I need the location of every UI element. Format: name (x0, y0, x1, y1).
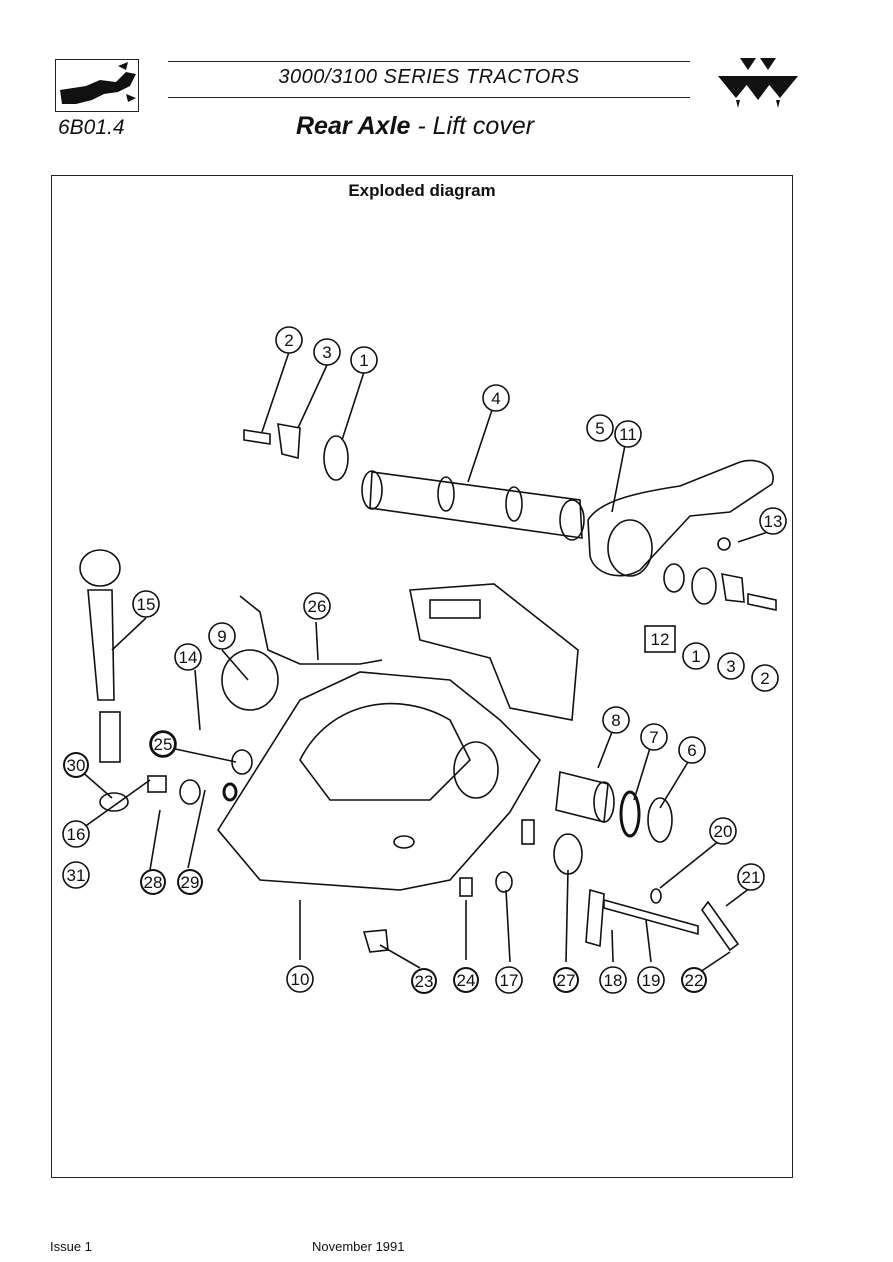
callout-8: 8 (602, 706, 630, 734)
svg-text:4: 4 (491, 389, 500, 408)
callout-6: 6 (678, 736, 706, 764)
svg-text:24: 24 (457, 971, 476, 990)
svg-text:20: 20 (714, 822, 733, 841)
svg-text:27: 27 (557, 971, 576, 990)
svg-text:9: 9 (217, 627, 226, 646)
callout-20: 20 (709, 817, 737, 845)
svg-text:2: 2 (284, 331, 293, 350)
callout-2-top: 2 (275, 326, 303, 354)
svg-text:19: 19 (642, 971, 661, 990)
callout-24: 24 (453, 967, 479, 993)
callout-10: 10 (286, 965, 314, 993)
callout-18: 18 (599, 966, 627, 994)
page-title-bold: Rear Axle (296, 112, 411, 140)
svg-text:13: 13 (764, 512, 783, 531)
svg-text:14: 14 (179, 648, 198, 667)
svg-text:22: 22 (685, 971, 704, 990)
svg-text:29: 29 (181, 873, 200, 892)
svg-text:18: 18 (604, 971, 623, 990)
svg-text:7: 7 (649, 728, 658, 747)
service-manual-icon (55, 59, 139, 112)
callout-12: 12 (651, 630, 670, 649)
callout-3-top: 3 (313, 338, 341, 366)
svg-text:11: 11 (619, 425, 637, 444)
svg-text:16: 16 (67, 825, 86, 844)
callout-13: 13 (759, 507, 787, 535)
svg-text:8: 8 (611, 711, 620, 730)
page-title: Rear Axle - Lift cover (296, 112, 534, 141)
svg-text:25: 25 (154, 735, 173, 754)
page-title-rest: - Lift cover (410, 112, 535, 140)
svg-text:1: 1 (359, 351, 368, 370)
series-title: 3000/3100 SERIES TRACTORS (278, 66, 580, 88)
svg-text:5: 5 (595, 419, 604, 438)
callout-19: 19 (637, 966, 665, 994)
svg-text:28: 28 (144, 873, 163, 892)
callout-26: 26 (303, 592, 331, 620)
svg-text:26: 26 (308, 597, 327, 616)
callout-4: 4 (482, 384, 510, 412)
callout-23: 23 (411, 968, 437, 994)
callout-28: 28 (140, 869, 166, 895)
diagram-frame (51, 175, 793, 1178)
svg-text:31: 31 (67, 866, 86, 885)
callout-1-top: 1 (350, 346, 378, 374)
svg-text:15: 15 (137, 595, 156, 614)
callout-11: 11 (614, 420, 642, 448)
issue-date: November 1991 (312, 1239, 405, 1254)
svg-text:1: 1 (691, 647, 700, 666)
callout-17: 17 (495, 966, 523, 994)
svg-text:23: 23 (415, 972, 434, 991)
callout-14: 14 (174, 643, 202, 671)
callout-3-right: 3 (717, 652, 745, 680)
brand-logo (716, 58, 800, 119)
callout-30: 30 (63, 752, 89, 778)
svg-text:3: 3 (322, 343, 331, 362)
svg-text:6: 6 (687, 741, 696, 760)
svg-text:3: 3 (726, 657, 735, 676)
callout-16: 16 (62, 820, 90, 848)
callout-22: 22 (681, 967, 707, 993)
callout-15: 15 (132, 590, 160, 618)
svg-text:10: 10 (291, 970, 310, 989)
callout-9: 9 (208, 622, 236, 650)
callout-box-12 (644, 625, 676, 653)
callout-31: 31 (62, 861, 90, 889)
callout-21: 21 (737, 863, 765, 891)
callout-25: 25 (149, 730, 177, 758)
callout-29: 29 (177, 869, 203, 895)
svg-text:21: 21 (742, 868, 761, 887)
callout-27: 27 (553, 967, 579, 993)
svg-text:30: 30 (67, 756, 86, 775)
callout-5: 5 (586, 414, 614, 442)
issue-label: Issue 1 (50, 1239, 92, 1254)
callout-2-right: 2 (751, 664, 779, 692)
svg-text:2: 2 (760, 669, 769, 688)
svg-text:17: 17 (500, 971, 519, 990)
callout-1-right: 1 (682, 642, 710, 670)
page-code: 6B01.4 (58, 116, 125, 139)
callout-7: 7 (640, 723, 668, 751)
diagram-heading: Exploded diagram (348, 181, 496, 200)
